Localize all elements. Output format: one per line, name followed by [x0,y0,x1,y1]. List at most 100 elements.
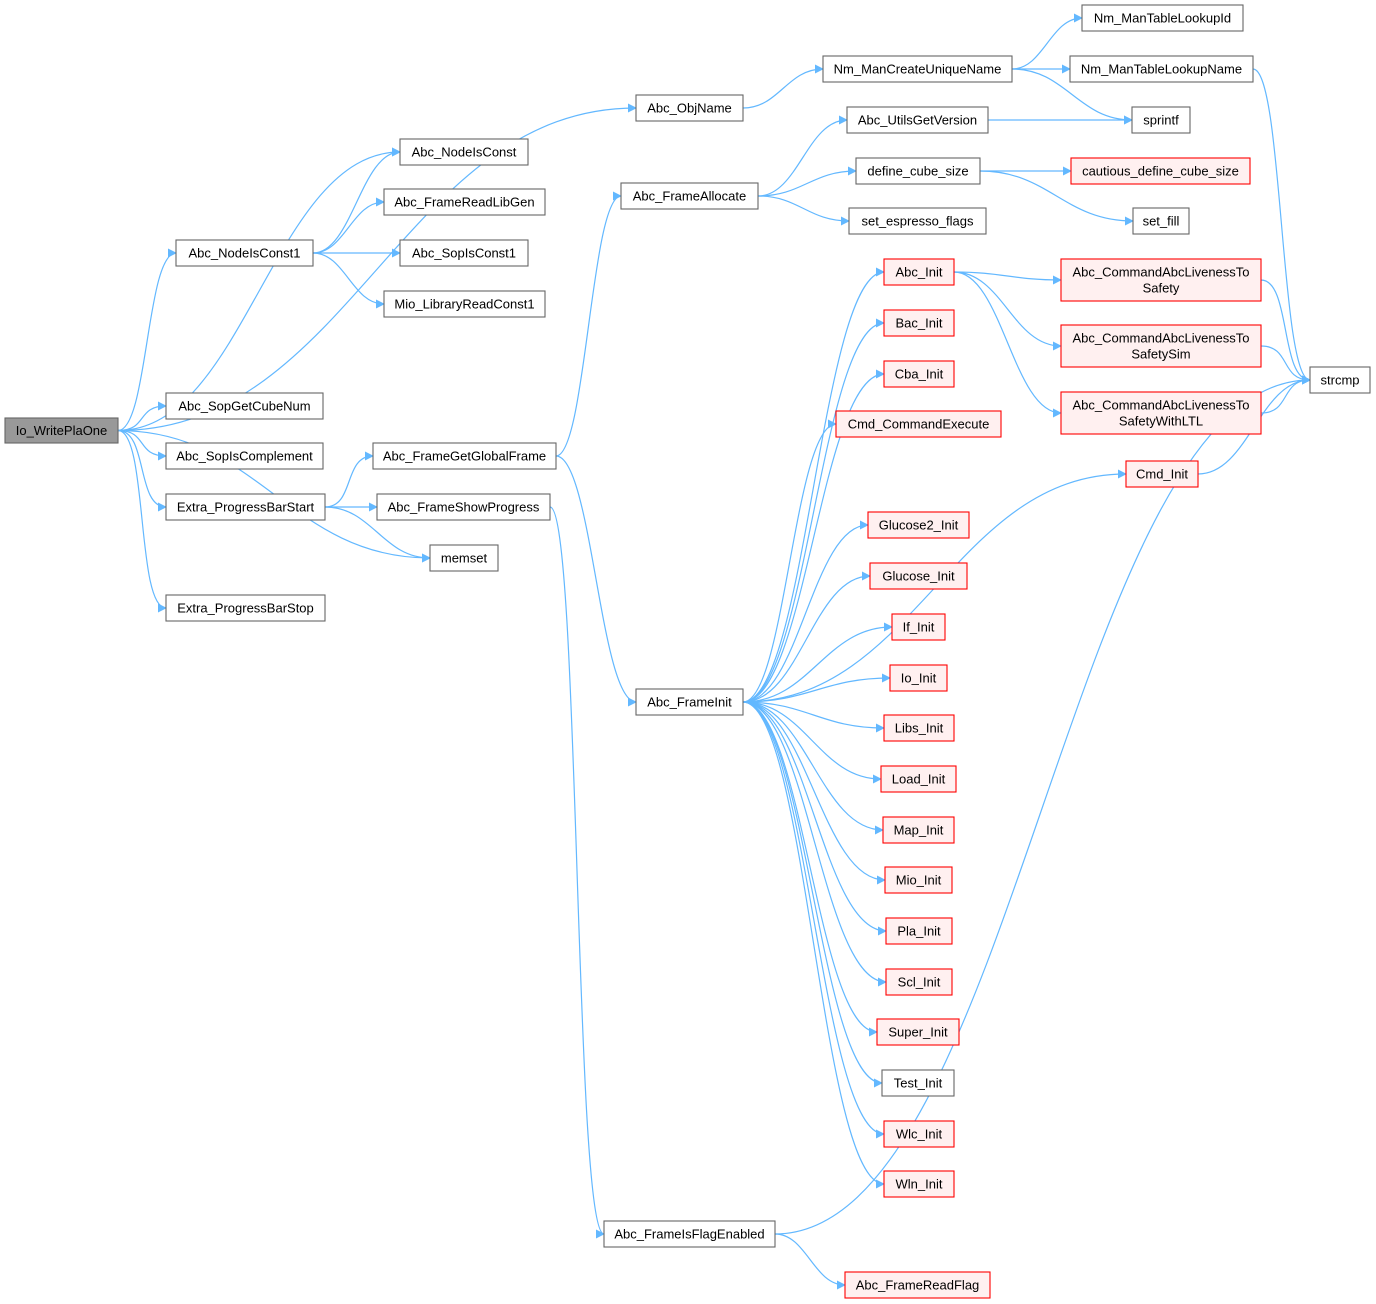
node-box [1060,258,1262,302]
edge-abc-frameisflagenabled-to-strcmp [774,375,1311,1235]
node-box [883,258,955,286]
edge-abc-frameinit-to-bac-init [742,318,885,703]
node-label: Nm_ManTableLookupName [1081,62,1242,77]
edge-line [953,271,1062,285]
node-map-init[interactable]: Map_Init [882,816,955,844]
edge-abc-frameinit-to-test-init [742,701,883,1088]
node-set-fill[interactable]: set_fill [1132,207,1190,235]
node-box [1125,460,1199,488]
edge-line [742,571,871,703]
edge-line [742,701,887,936]
node-label: Pla_Init [897,924,941,939]
node-box [889,664,948,692]
edge-abc-cmdlivenesstosafetysim-to-strcmp [1260,345,1311,385]
node-box [1060,391,1262,435]
node-extra-progressbarstart[interactable]: Extra_ProgressBarStart [165,493,326,521]
node-label: Abc_FrameInit [647,695,732,710]
node-io-writeplaone[interactable]: Io_WritePlaOne [4,417,119,444]
node-abc-utilsgetversion[interactable]: Abc_UtilsGetVersion [846,106,989,134]
node-abc-sopisconst1[interactable]: Abc_SopIsConst1 [399,239,529,267]
edge-line [742,701,884,835]
node-mio-libraryreadconst1[interactable]: Mio_LibraryReadConst1 [383,290,546,318]
node-cautious-define-cube-size[interactable]: cautious_define_cube_size [1070,157,1251,185]
node-libs-init[interactable]: Libs_Init [883,714,955,742]
node-bac-init[interactable]: Bac_Init [883,309,955,337]
edge-line [742,701,885,1189]
node-abc-frameinit[interactable]: Abc_FrameInit [635,688,744,716]
node-box [883,1170,955,1198]
node-abc-nodeisconst[interactable]: Abc_NodeIsConst [399,138,529,166]
edge-line [117,429,167,613]
node-abc-sopiscomplement[interactable]: Abc_SopIsComplement [165,442,324,470]
node-label: Mio_LibraryReadConst1 [394,297,534,312]
node-label: Map_Init [894,823,944,838]
node-super-init[interactable]: Super_Init [876,1018,960,1046]
node-abc-framereadflag[interactable]: Abc_FrameReadFlag [844,1271,991,1299]
edge-line [324,506,431,563]
node-io-init[interactable]: Io_Init [889,664,948,692]
edge-abc-frameinit-to-cmd-commandexecute [742,419,837,703]
edge-abc-framegetglobalframe-to-abc-frameinit [555,455,637,707]
edge-line [742,64,824,109]
node-mio-init[interactable]: Mio_Init [884,866,953,894]
node-scl-init[interactable]: Scl_Init [885,968,953,996]
node-cmd-commandexecute[interactable]: Cmd_CommandExecute [835,410,1002,438]
node-define-cube-size[interactable]: define_cube_size [855,157,981,185]
node-label: Abc_CommandAbcLivenessTo [1072,265,1249,280]
node-if-init[interactable]: If_Init [891,613,946,641]
node-extra-progressbarstop[interactable]: Extra_ProgressBarStop [165,594,326,622]
node-box [883,714,955,742]
node-abc-framereadlibgen[interactable]: Abc_FrameReadLibGen [383,188,546,216]
edge-line [742,701,886,885]
node-abc-init[interactable]: Abc_Init [883,258,955,286]
node-label: Test_Init [894,1076,943,1091]
node-abc-objname[interactable]: Abc_ObjName [635,94,744,122]
node-label: Abc_NodeIsConst1 [188,246,300,261]
node-box [1132,207,1190,235]
node-abc-frameisflagenabled[interactable]: Abc_FrameIsFlagEnabled [603,1220,776,1248]
node-nm-mantablelookupname[interactable]: Nm_ManTableLookupName [1069,55,1254,83]
edge-abc-frameallocate-to-abc-utilsgetversion [757,115,848,197]
edge-line [979,170,1134,226]
edge-line [742,622,893,703]
edge-line [742,701,885,733]
node-nm-mancreateuniquename[interactable]: Nm_ManCreateUniqueName [822,55,1013,83]
node-box [867,511,970,539]
node-memset[interactable]: memset [429,544,499,572]
node-cmd-init[interactable]: Cmd_Init [1125,460,1199,488]
node-sprintf[interactable]: sprintf [1131,106,1191,134]
node-test-init[interactable]: Test_Init [881,1069,955,1097]
node-strcmp[interactable]: strcmp [1309,366,1371,394]
node-label: Libs_Init [895,721,944,736]
node-box [1070,157,1251,185]
node-load-init[interactable]: Load_Init [880,765,957,793]
node-wln-init[interactable]: Wln_Init [883,1170,955,1198]
node-glucose2-init[interactable]: Glucose2_Init [867,511,970,539]
node-label: Wlc_Init [896,1127,943,1142]
node-label: Abc_SopIsConst1 [412,246,516,261]
node-box [855,157,981,185]
node-box [1069,55,1254,83]
node-label: Bac_Init [896,316,943,331]
node-box [885,968,953,996]
edge-abc-frameinit-to-io-init [742,673,891,703]
node-glucose-init[interactable]: Glucose_Init [869,562,968,590]
node-cba-init[interactable]: Cba_Init [883,360,955,388]
node-label: Cba_Init [895,367,944,382]
edge-abc-init-to-abc-cmdlivenesstosafetywithltl [953,271,1062,418]
node-abc-frameallocate[interactable]: Abc_FrameAllocate [620,182,759,210]
node-abc-nodeisconst1[interactable]: Abc_NodeIsConst1 [175,239,314,267]
node-set-espresso-flags[interactable]: set_espresso_flags [848,207,987,235]
node-pla-init[interactable]: Pla_Init [885,917,953,945]
node-abc-frameshowprogress[interactable]: Abc_FrameShowProgress [376,493,551,521]
node-box [869,562,968,590]
edge-abc-frameinit-to-cba-init [742,369,885,703]
edge-line [742,267,885,703]
node-abc-sopgetcubenum[interactable]: Abc_SopGetCubeNum [165,392,324,420]
node-abc-framegetglobalframe[interactable]: Abc_FrameGetGlobalFrame [372,442,557,470]
node-wlc-init[interactable]: Wlc_Init [883,1120,955,1148]
node-nm-mantablelookupid[interactable]: Nm_ManTableLookupId [1081,4,1244,32]
